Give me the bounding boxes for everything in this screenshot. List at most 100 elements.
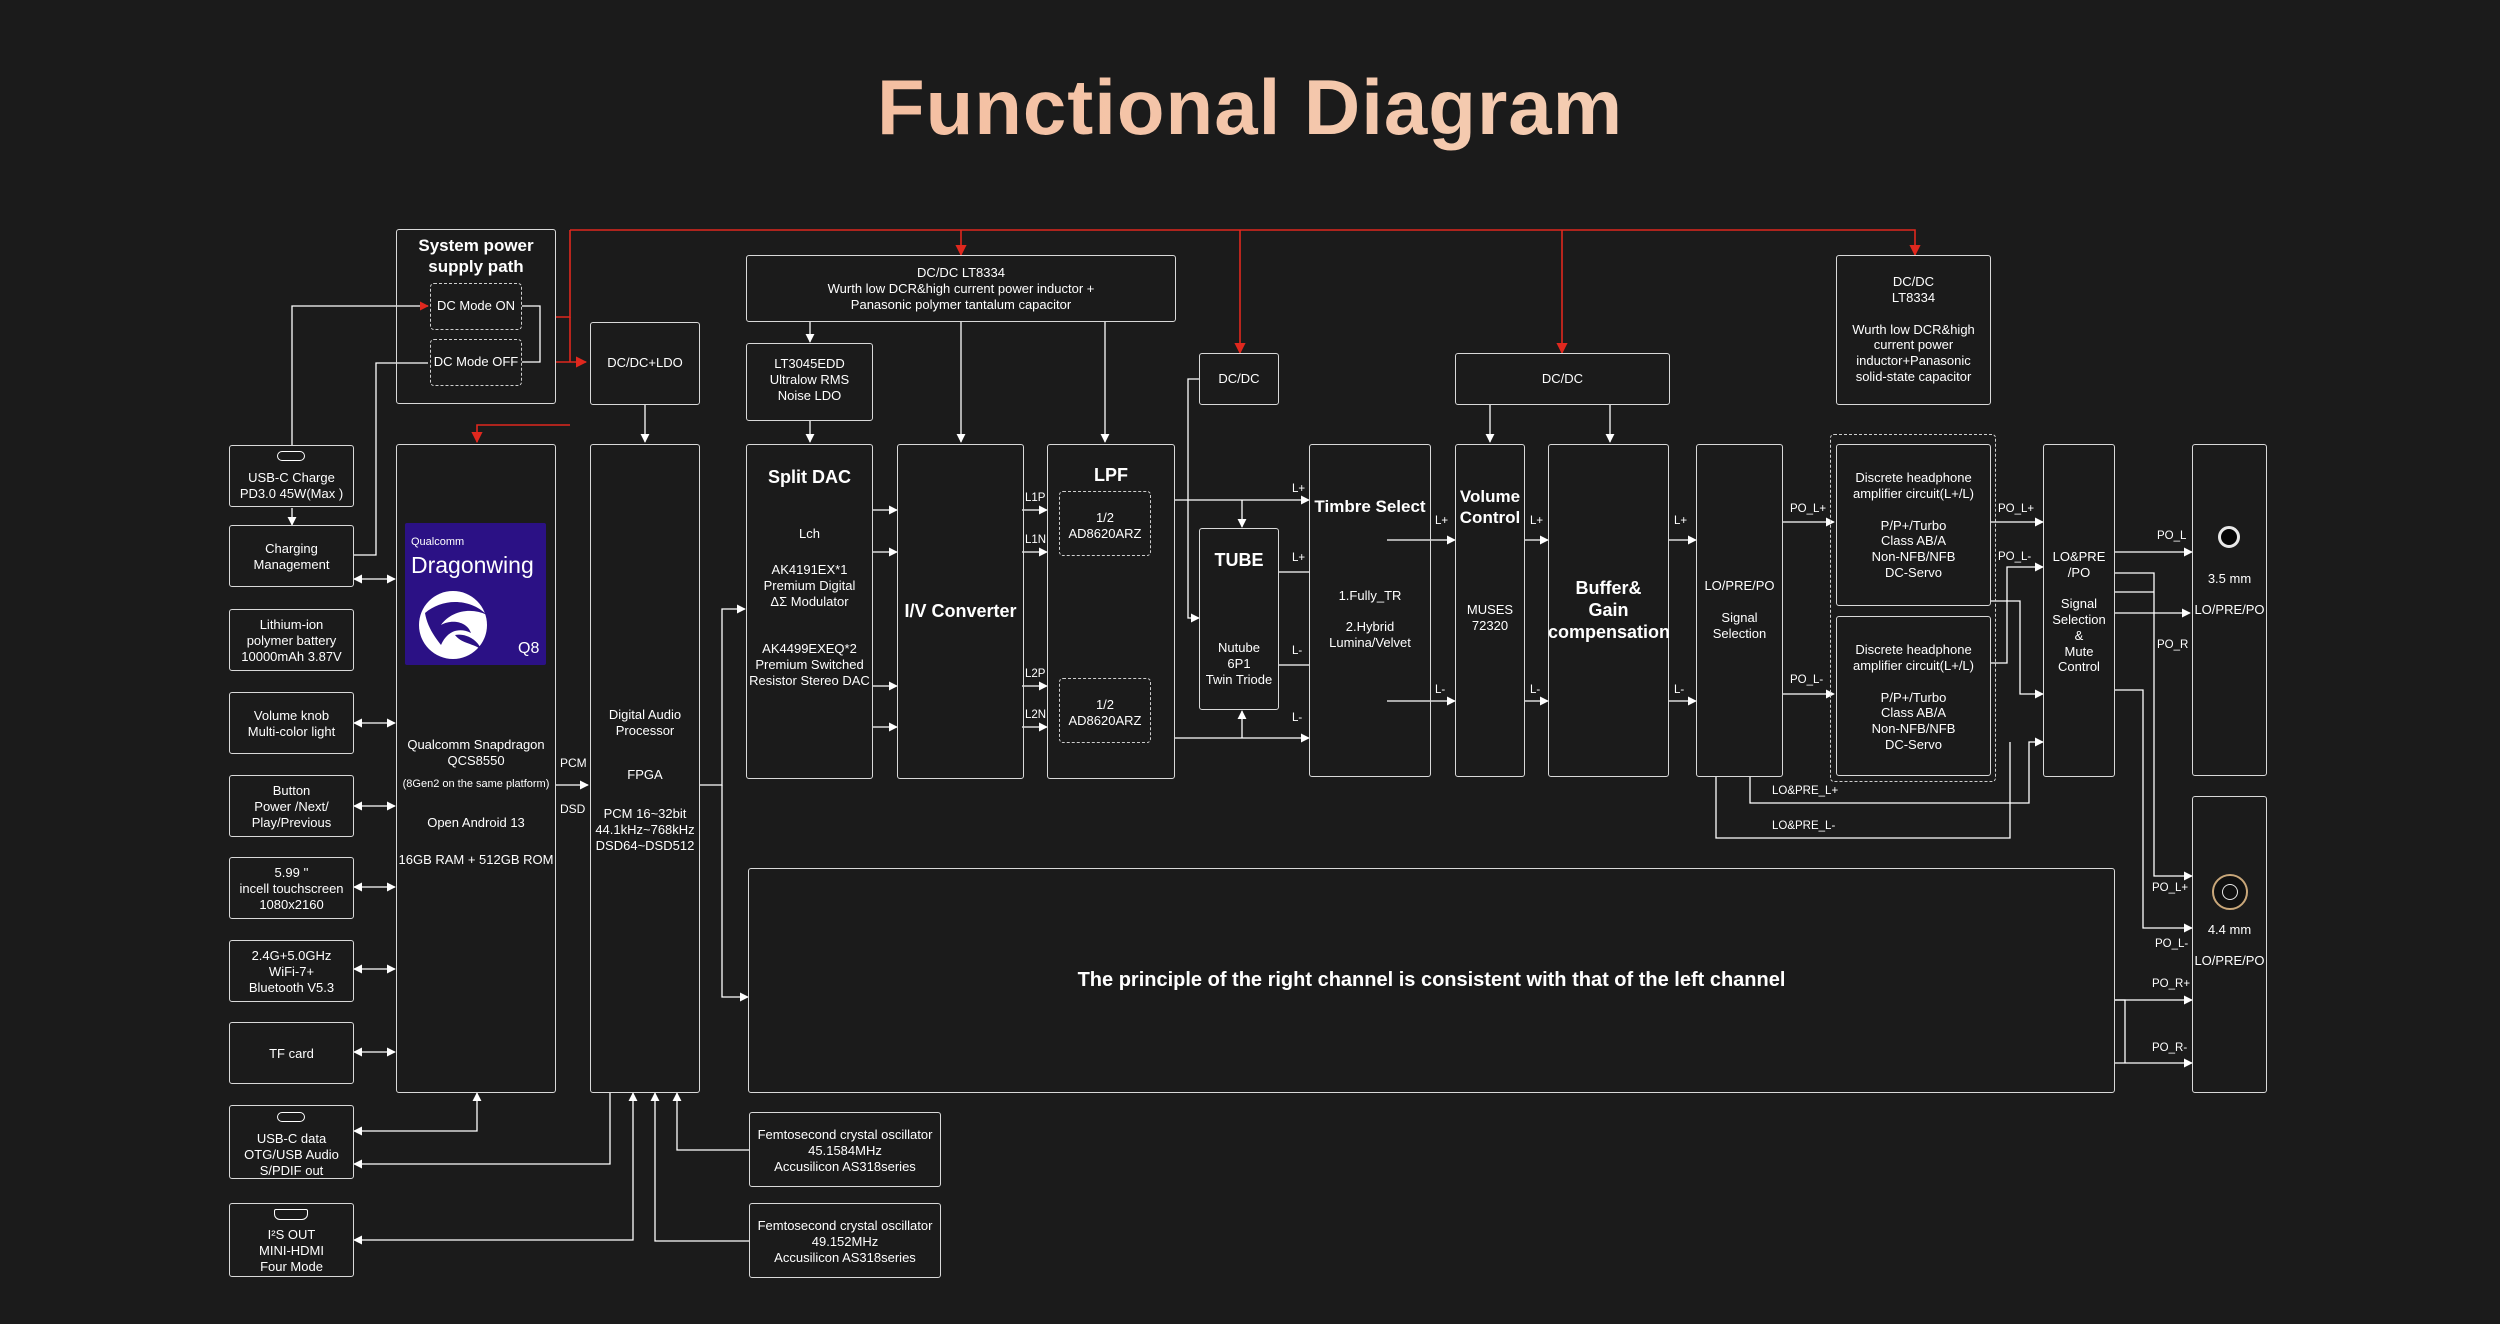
opamp-1-label: 1/2 AD8620ARZ (1068, 510, 1142, 541)
tube-title: TUBE (1214, 550, 1264, 570)
signal-selection-mute-label: Signal Selection & Mute Control (2052, 596, 2106, 675)
system-power-title: System power supply path (418, 236, 534, 276)
i2s-out-box (229, 1203, 354, 1277)
jack-44-mode: LO/PRE/PO (2194, 953, 2265, 968)
oscillator-2-box (749, 1203, 941, 1278)
volume-control-chip: MUSES 72320 (1466, 602, 1514, 633)
ldo-label: LT3045EDD Ultralow RMS Noise LDO (769, 356, 850, 403)
amp-1-box (1836, 444, 1991, 606)
wire-label-lpf-lp: L+ (1292, 483, 1306, 495)
wire-label-44-po-lm: PO_L- (2155, 938, 2189, 950)
volume-control-box (1455, 444, 1525, 777)
dragonwing-brand-big: Dragonwing (411, 552, 534, 578)
dap-box (590, 444, 700, 1093)
wire-label-vol-lp: L+ (1530, 515, 1544, 527)
timbre-select-box (1309, 444, 1431, 777)
dc-mode-on-box (430, 283, 522, 330)
system-power-box (396, 229, 556, 404)
timbre-select-title: Timbre Select (1314, 497, 1426, 516)
lpf-title: LPF (1094, 465, 1128, 485)
amps-group-box (1830, 434, 1996, 782)
usb-c-charge-label: USB-C Charge PD3.0 45W(Max ) (239, 470, 344, 501)
split-dac-channel: Lch (799, 526, 820, 541)
button-box (229, 775, 354, 837)
soc-name: Qualcomm Snapdragon QCS8550 (407, 737, 545, 768)
dap-fpga: FPGA (627, 767, 663, 782)
wire-label-timbre-lp: L+ (1435, 515, 1449, 527)
dcdc-top-label: DC/DC LT8334 Wurth low DCR&high current … (827, 265, 1095, 312)
power-lines (471, 229, 1921, 444)
touchscreen-box (229, 857, 354, 919)
wire-label-l1n: L1N (1025, 534, 1047, 546)
dcdc-volume-box (1455, 353, 1670, 405)
touchscreen-label: 5.99 '' incell touchscreen 1080x2160 (239, 865, 344, 912)
dap-spec: PCM 16~32bit 44.1kHz~768kHz DSD64~DSD512 (595, 806, 695, 853)
wifi-label: 2.4G+5.0GHz WiFi-7+ Bluetooth V5.3 (248, 948, 335, 995)
wire-label-timbre-lm: L- (1435, 684, 1446, 696)
split-dac-title: Split DAC (768, 467, 851, 487)
soc-memory: 16GB RAM + 512GB ROM (398, 852, 554, 867)
jack-44-size: 4.4 mm (2207, 922, 2252, 937)
page-title: Functional Diagram (0, 62, 2500, 153)
opamp-2-label: 1/2 AD8620ARZ (1068, 697, 1142, 728)
dc-mode-off-box (430, 339, 522, 386)
dcdc-tube-label: DC/DC (1218, 371, 1260, 386)
mini-hdmi-port-icon (274, 1209, 308, 1220)
button-label: Button Power /Next/ Play/Previous (251, 783, 332, 830)
signal-selection-mute-mode: LO&PRE /PO (2052, 549, 2106, 580)
oscillator-1-label: Femtosecond crystal oscillator 45.1584MH… (757, 1127, 933, 1174)
dragon-icon (419, 591, 487, 659)
dcdc-tube-box (1199, 353, 1279, 405)
signal-lines (287, 301, 2193, 1245)
iv-converter-box (897, 444, 1024, 779)
wire-label-lopre-lm: LO&PRE_L- (1772, 820, 1836, 832)
dcdc-right-box (1836, 255, 1991, 405)
wire-label-l2n: L2N (1025, 709, 1047, 721)
wire-label-amp-po-lm: PO_L- (1998, 551, 2032, 563)
right-channel-note: The principle of the right channel is co… (1077, 969, 1786, 991)
amp-2-box (1836, 616, 1991, 776)
tf-card-label: TF card (269, 1046, 314, 1061)
dcdc-ldo-box (590, 322, 700, 405)
wire-label-44-po-rm: PO_R- (2152, 1042, 2188, 1054)
oscillator-1-box (749, 1112, 941, 1187)
wire-label-44-po-lp: PO_L+ (2152, 882, 2189, 894)
wire-label-l1p: L1P (1025, 492, 1046, 504)
iv-converter-title: I/V Converter (904, 601, 1017, 621)
wifi-box (229, 940, 354, 1002)
wire-label-vol-lm: L- (1530, 684, 1541, 696)
tube-detail: Nutube 6P1 Twin Triode (1205, 640, 1273, 687)
volume-knob-box (229, 692, 354, 754)
volume-knob-label: Volume knob Multi-color light (247, 708, 336, 739)
soc-box (396, 444, 556, 1093)
opamp-1-box (1059, 491, 1151, 556)
wire-label-buf-lp: L+ (1674, 515, 1688, 527)
i2s-out-label: I²S OUT MINI-HDMI Four Mode (259, 1227, 324, 1274)
wire-label-44-po-rp: PO_R+ (2152, 978, 2191, 990)
signal-selection-label: Signal Selection (1712, 610, 1767, 641)
right-channel-box (748, 868, 2115, 1093)
dap-title: Digital Audio Processor (608, 707, 682, 738)
tf-card-box (229, 1022, 354, 1084)
jack-35-box (2192, 444, 2267, 776)
dcdc-right-label: DC/DC LT8334 Wurth low DCR&high current … (1852, 274, 1975, 385)
charging-management-label: Charging Management (253, 541, 330, 572)
split-dac-chip1: AK4191EX*1 Premium Digital ΔΣ Modulator (763, 562, 856, 609)
signal-selection-mode: LO/PRE/PO (1704, 578, 1775, 593)
split-dac-box (746, 444, 873, 779)
amp-1-label: Discrete headphone amplifier circuit(L+/… (1852, 470, 1974, 581)
dragonwing-brand-model: Q8 (518, 640, 540, 657)
dragonwing-brand-small: Qualcomm (411, 536, 465, 548)
usb-c-data-port-icon (277, 1112, 305, 1122)
wire-label-lpf-lm: L- (1292, 712, 1303, 724)
signal-selection-mute-box (2043, 444, 2115, 777)
battery-box (229, 609, 354, 671)
wire-label-sel-po-lm: PO_L- (1790, 674, 1824, 686)
dcdc-volume-label: DC/DC (1541, 371, 1584, 386)
jack-35-size: 3.5 mm (2207, 571, 2252, 586)
dcdc-ldo-label: DC/DC+LDO (607, 355, 683, 370)
wire-label-buf-lm: L- (1674, 684, 1685, 696)
buffer-gain-title: Buffer& Gain compensation (1548, 578, 1671, 642)
dcdc-top-box (746, 255, 1176, 322)
dc-mode-on-label: DC Mode ON (436, 298, 516, 313)
